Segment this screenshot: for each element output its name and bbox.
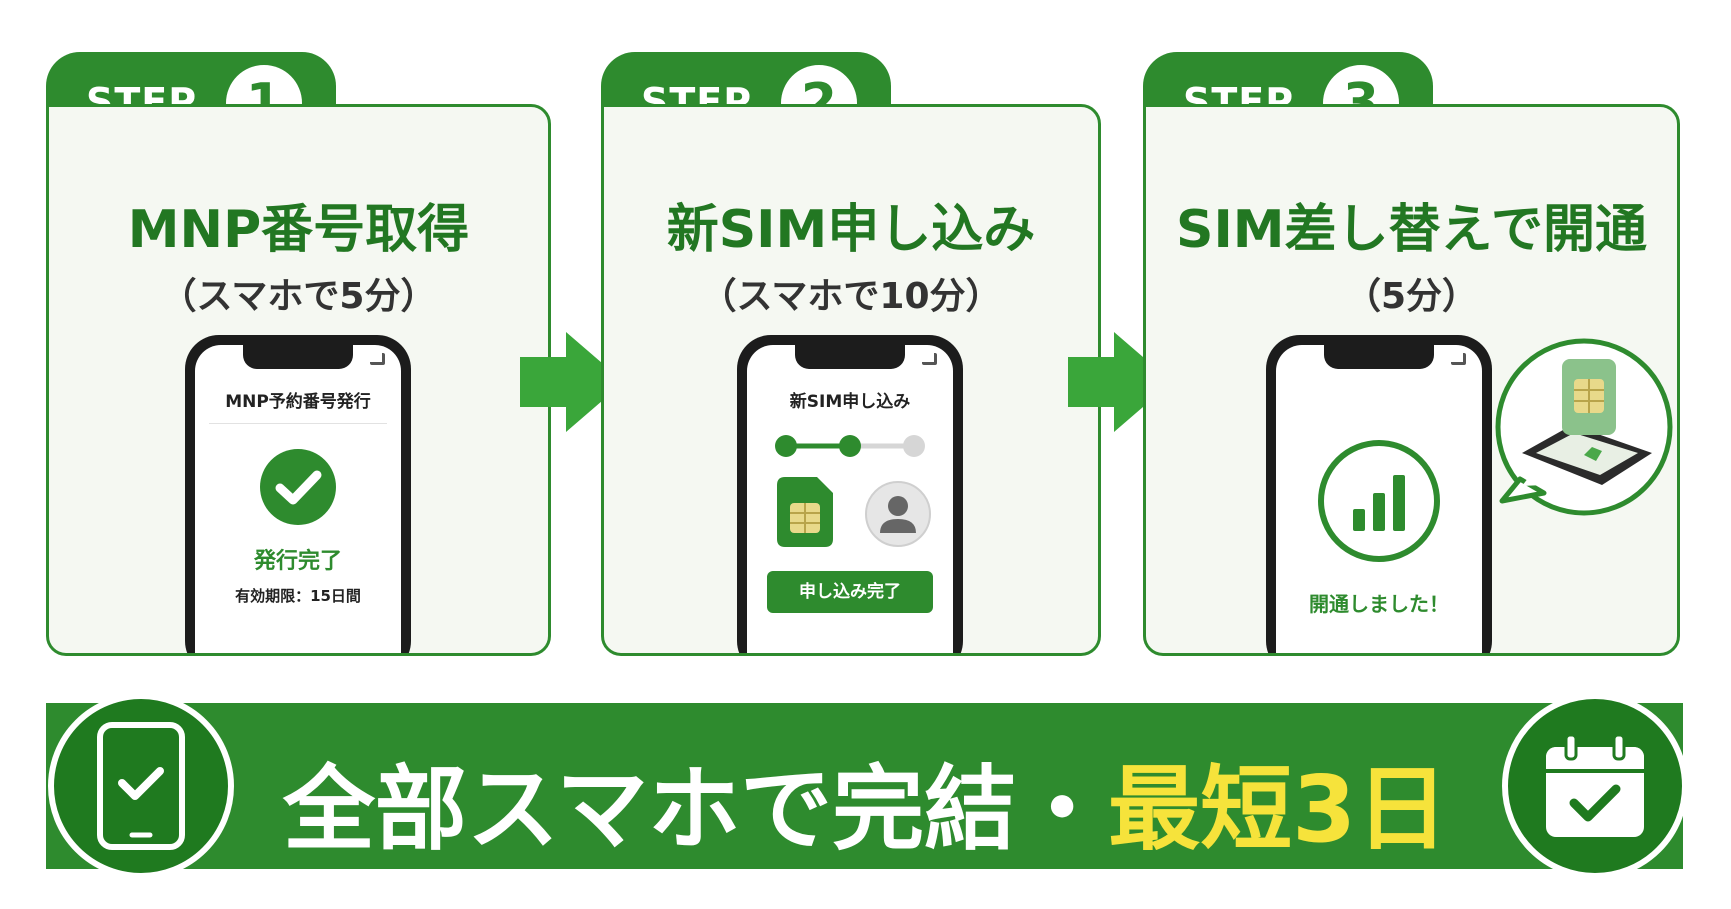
banner-highlight-text: 最短3日 (1108, 756, 1449, 863)
smartphone-check-icon (97, 722, 185, 850)
step-1-phone-screen: MNP予約番号発行 発行完了 有効期限：15日間 (195, 345, 401, 653)
step-1-subtitle: （スマホで5分） (160, 276, 437, 317)
banner-main-text: 全部スマホで完結・ (282, 756, 1109, 863)
summary-banner (46, 703, 1683, 869)
step-1-phone: MNP予約番号発行 発行完了 有効期限：15日間 (185, 335, 411, 653)
sim-card-icon (777, 477, 833, 547)
step-3-phone-screen: 開通しました！ (1276, 345, 1482, 653)
step-1-note: 有効期限：15日間 (235, 587, 361, 605)
phone-notch (1324, 345, 1434, 369)
status-signal-icon (370, 353, 385, 365)
step-2-title: 新SIM申し込み (666, 200, 1036, 260)
phone-notch (795, 345, 905, 369)
calendar-check-icon (1546, 733, 1644, 837)
step-3-card: SIM差し替えで開通 （5分） 開通しました！ (1143, 104, 1680, 656)
step-2-phone-screen: 新SIM申し込み 申し込み完了 (747, 345, 953, 653)
step-2-subtitle: （スマホで10分） (700, 276, 1002, 317)
step-3-phone: 開通しました！ (1266, 335, 1492, 653)
arrow-right-icon (1068, 332, 1172, 432)
step-1-status: 発行完了 (253, 549, 342, 574)
step-3-subtitle: （5分） (1344, 276, 1479, 317)
phone-notch (243, 345, 353, 369)
step-2-card: 新SIM申し込み （スマホで10分） 新SIM申し込み (601, 104, 1101, 656)
signal-bars-icon (1318, 440, 1440, 562)
banner-headline: 全部スマホで完結・最短3日 (0, 735, 1731, 868)
step-2-phone: 新SIM申し込み 申し込み完了 (737, 335, 963, 653)
sim-tray-icon (1495, 338, 1673, 516)
banner-right-badge (1502, 693, 1688, 879)
application-complete-button[interactable]: 申し込み完了 (767, 571, 933, 613)
arrow-right-icon (520, 332, 624, 432)
screen-divider (209, 423, 387, 424)
step-1-title: MNP番号取得 (127, 200, 470, 260)
step-1-card: MNP番号取得 （スマホで5分） MNP予約番号発行 発行完了 有効期限：15日… (46, 104, 551, 656)
check-icon (260, 449, 336, 525)
step-2-screen-title: 新SIM申し込み (789, 392, 911, 412)
person-icon (865, 481, 931, 547)
step-3-status: 開通しました！ (1309, 592, 1449, 616)
banner-left-badge (48, 693, 234, 879)
step-3-title: SIM差し替えで開通 (1176, 200, 1647, 260)
step-1-screen-title: MNP予約番号発行 (225, 392, 371, 412)
status-signal-icon (1451, 353, 1466, 365)
progress-stepper (775, 435, 925, 457)
status-signal-icon (922, 353, 937, 365)
